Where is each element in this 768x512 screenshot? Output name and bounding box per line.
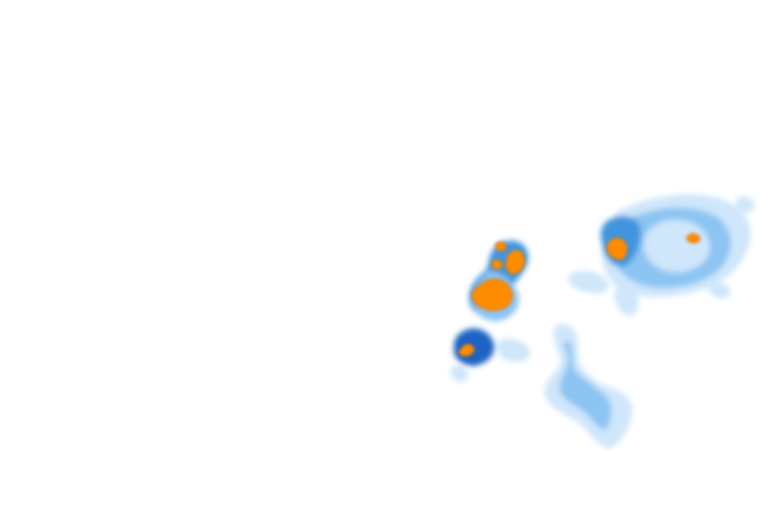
precip-cell-east-ring	[568, 194, 755, 316]
south-band-inner	[559, 340, 612, 430]
east-ring-band	[613, 207, 731, 288]
east-ring-tail	[568, 271, 609, 294]
precip-cell-center-pair	[469, 240, 529, 321]
east-ring-south-tail	[614, 285, 639, 316]
southwest-core	[458, 343, 475, 357]
center-core-south	[471, 278, 513, 311]
southwest-trail	[450, 365, 469, 382]
precip-cell-southwest	[450, 328, 495, 382]
precip-cell-south-band	[497, 323, 633, 448]
core-east-west	[606, 237, 628, 261]
east-patch-right	[709, 282, 731, 299]
center-core-north-right	[505, 249, 525, 275]
east-patch-top	[735, 196, 755, 213]
core-east-east	[686, 233, 701, 244]
southwest-halo	[453, 328, 495, 366]
center-core-dot	[495, 241, 507, 252]
east-ring-cores	[606, 233, 701, 261]
south-band-patch	[497, 338, 530, 362]
center-core-north-left	[491, 259, 503, 270]
